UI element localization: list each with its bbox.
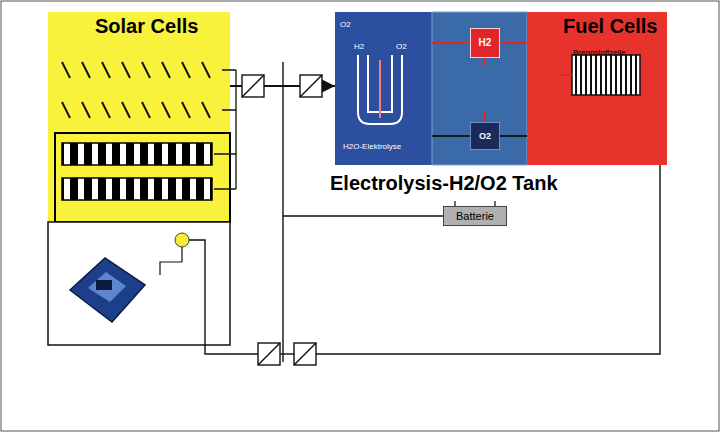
component-note: H2O-Elektrolyse <box>343 142 401 151</box>
drawing-path <box>294 343 316 365</box>
cell-stroke <box>202 102 210 118</box>
drawing-path <box>214 70 242 189</box>
gas-line <box>500 42 527 44</box>
component-region: O2H2O2H2O-Elektrolyse <box>335 12 432 165</box>
component-note: Brennstoffzelle <box>573 48 626 57</box>
panel-feed-wires <box>214 70 242 189</box>
load-device <box>70 258 145 322</box>
component-label: Batterie <box>456 210 494 223</box>
tank-box <box>432 12 527 165</box>
drawing-path <box>282 62 283 362</box>
crystalline-cells <box>62 178 212 200</box>
component-region: Solar Cells <box>48 12 230 222</box>
component-region: Fuel CellsBrennstoffzelle <box>527 12 667 165</box>
gas-pipe <box>485 58 572 122</box>
cell-stroke <box>162 62 170 78</box>
drawing-path <box>379 60 381 118</box>
drawing-polygon <box>70 258 145 322</box>
drawing-path <box>160 247 182 275</box>
fuel-cell-box <box>527 12 667 165</box>
cell-stroke <box>142 102 150 118</box>
component-note: H2 <box>354 42 364 51</box>
drawing-path <box>280 353 294 354</box>
lamp-symbol <box>160 233 189 275</box>
cell-stroke <box>182 62 190 78</box>
cell-stroke <box>162 102 170 118</box>
cell-stroke <box>122 62 130 78</box>
component-label: Fuel Cells <box>563 15 657 38</box>
electrolysis-box <box>335 12 432 165</box>
drawing-rect <box>258 343 280 365</box>
component-label: O2 <box>479 131 491 141</box>
drawing-path <box>300 75 322 97</box>
component-label: H2 <box>479 37 492 49</box>
fuel-cell-stack <box>572 55 640 95</box>
cell-stroke <box>202 62 210 78</box>
gas-line <box>432 135 470 137</box>
module-frame <box>55 133 230 222</box>
cell-stroke <box>62 62 70 78</box>
cell-stroke <box>182 102 190 118</box>
thin-film-cells <box>62 62 210 118</box>
drawing-rect <box>300 75 322 97</box>
drawing-circle <box>175 233 189 247</box>
component-label: Solar Cells <box>95 15 198 38</box>
drawing-rect <box>96 280 112 290</box>
crystalline-cells <box>62 143 212 165</box>
cell-stroke <box>82 102 90 118</box>
component-box: H2 <box>470 28 500 58</box>
drawing-path <box>316 165 660 354</box>
drawing-path <box>358 55 402 124</box>
drawing-path <box>283 215 443 216</box>
component-note: O2 <box>396 42 407 51</box>
cell-stroke <box>102 102 110 118</box>
diagram-caption-label: Electrolysis-H2/O2 Tank <box>330 172 558 195</box>
solar-panel-region <box>48 12 230 222</box>
electrolysis-u-tube <box>358 55 402 124</box>
cell-stroke <box>62 102 70 118</box>
cell-stroke <box>142 62 150 78</box>
drawing-rect <box>242 75 264 97</box>
cell-stroke <box>82 62 90 78</box>
drawing-rect <box>294 343 316 365</box>
component-label: O2 <box>340 20 351 29</box>
drawing-path <box>242 75 264 97</box>
component-box: O2 <box>470 122 500 150</box>
gas-line <box>500 135 527 137</box>
cell-stroke <box>122 102 130 118</box>
drawing-polygon <box>88 272 126 302</box>
bus-wiring <box>189 62 660 362</box>
dc-converters <box>242 75 322 365</box>
component-box: Batterie <box>443 206 507 226</box>
drawing-path <box>258 343 280 365</box>
drawing-path <box>189 240 258 354</box>
gas-line <box>432 42 470 44</box>
cell-stroke <box>102 62 110 78</box>
